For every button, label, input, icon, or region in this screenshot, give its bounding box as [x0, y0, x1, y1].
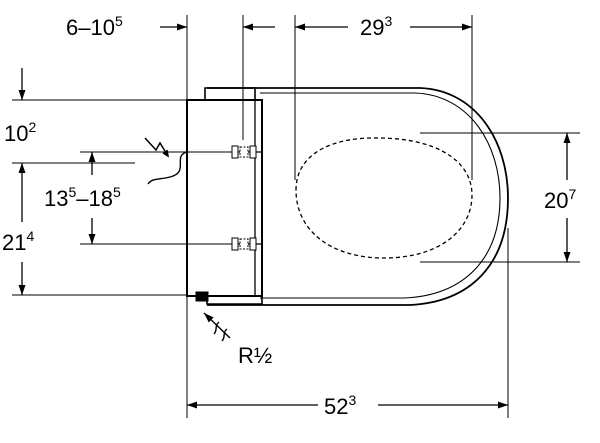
lightning-bolt-icon: [144, 137, 170, 158]
power-cable: [147, 151, 188, 185]
dim-top-right-label: 293: [360, 13, 392, 40]
seat-inner-outline: [260, 92, 501, 299]
extension-lines: [12, 15, 580, 418]
dim-right-label: 207: [544, 186, 576, 213]
rear-housing: [186, 87, 263, 305]
dim-left-upper-label: 102: [4, 119, 36, 146]
water-inlet-arrow-icon: [203, 312, 231, 342]
dim-top-left-label: 6–105: [66, 13, 123, 40]
bowl-opening-dashed: [295, 137, 473, 259]
seat-outer-outline: [207, 87, 509, 306]
mounting-stud-lower: [231, 237, 262, 251]
dim-left-mid-label: 135–185: [44, 184, 121, 211]
mounting-stud-upper: [231, 145, 262, 159]
dimension-lines: [18, 23, 571, 409]
dim-bottom-label: 523: [324, 392, 356, 419]
dim-left-lower-label: 214: [2, 228, 34, 255]
water-connection-label: R½: [238, 343, 272, 368]
